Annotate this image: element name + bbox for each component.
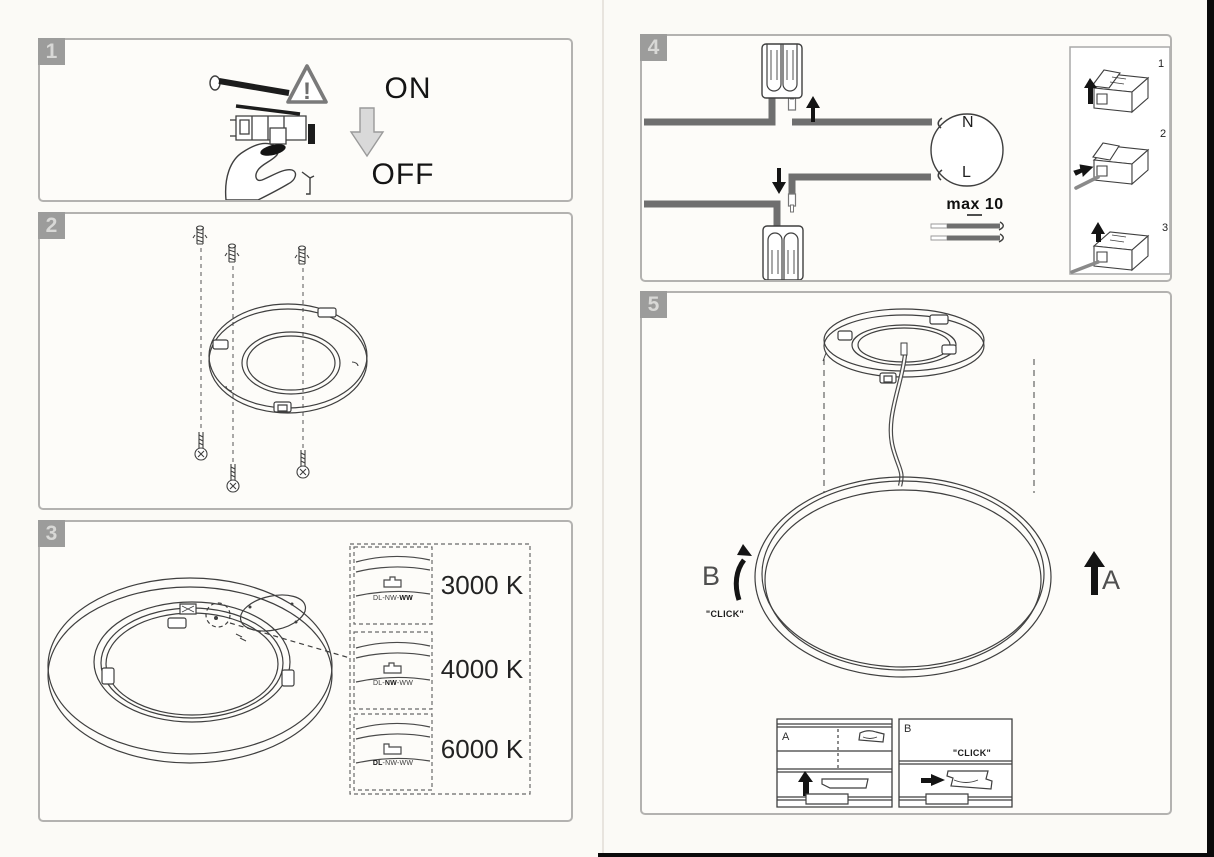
driver-cover: [237, 590, 309, 637]
push-arrow-a-icon: [1084, 551, 1105, 595]
direction-a-label: A: [1102, 565, 1121, 595]
fuse-extractor-icon: [210, 76, 300, 114]
on-label: ON: [384, 72, 432, 105]
kelvin-option-6000: 6000 K: [440, 734, 524, 764]
lamp-cable: [891, 343, 907, 486]
panel-1-power-off: 1 !: [38, 38, 573, 202]
mounting-ring: [209, 304, 367, 413]
detail-box-a-label: A: [782, 731, 790, 743]
switch-detail-content: [356, 556, 430, 763]
detail-box-b-label: B: [904, 723, 912, 735]
callout-frame: [350, 544, 530, 794]
page-fold-line: [602, 0, 604, 857]
click-label-b: "CLICK": [705, 609, 745, 619]
panel-2-mounting-ring: 2: [38, 212, 573, 510]
panel-2-badge: 2: [38, 212, 65, 239]
lamp-body: [755, 477, 1051, 677]
lamp-back-ring: [48, 578, 332, 763]
connector-step-3-number: 3: [1162, 222, 1169, 234]
wiring-diagram: [642, 36, 1170, 280]
warning-triangle-icon: [288, 66, 326, 102]
switch-magnifier-circle: [206, 603, 230, 627]
scan-edge-bottom: [598, 853, 1214, 857]
switch-label-6000: DL-NW-WW: [372, 760, 414, 767]
panel-4-wiring: 4: [640, 34, 1172, 282]
switch-detail-boxes: [354, 547, 432, 790]
lamp-back-illustration: [40, 522, 571, 820]
panel-4-badge: 4: [640, 34, 667, 61]
junction-circle: [931, 114, 1003, 186]
insert-arrows: [772, 96, 820, 194]
detail-box-b-click-label: "CLICK": [952, 748, 992, 758]
rotate-arrow-b-icon: [736, 544, 752, 600]
mounting-illustration: [642, 293, 1105, 813]
callout-line: [230, 623, 350, 658]
alignment-lines: [201, 248, 303, 464]
kelvin-option-4000: 4000 K: [440, 654, 524, 684]
panel-3-color-temperature: 3: [38, 520, 573, 822]
terminal-block-bottom: [763, 226, 803, 280]
panel-5-badge: 5: [640, 291, 667, 318]
on-off-arrow-icon: [351, 108, 383, 156]
panel-1-badge: 1: [38, 38, 65, 65]
screw-icons: [195, 432, 309, 492]
mounting-ring-illustration: [40, 214, 571, 508]
detail-box-b: [899, 719, 1012, 807]
direction-b-label: B: [702, 561, 721, 591]
connector-step-2-number: 2: [1160, 128, 1167, 140]
neutral-label: N: [962, 114, 974, 131]
warning-exclamation: !: [303, 78, 311, 105]
connector-step-1: [1084, 70, 1148, 112]
kelvin-option-3000: 3000 K: [440, 570, 524, 600]
connector-step-2: [1073, 143, 1148, 188]
terminal-block-top: [762, 44, 802, 98]
max-strip-length-label: max 10: [946, 196, 1004, 213]
live-label: L: [962, 164, 971, 181]
stripped-pair: [931, 222, 1003, 242]
connector-step-1-number: 1: [1158, 58, 1165, 70]
mains-wires: [644, 96, 932, 226]
off-label: OFF: [371, 158, 435, 191]
detail-box-a: [777, 719, 892, 807]
scan-edge-right: [1207, 0, 1214, 857]
stripped-wire-tips: [789, 92, 796, 212]
fuse-removal-illustration: [40, 40, 571, 200]
panel-5-mounting: 5: [640, 291, 1172, 815]
wall-anchor-icons: [193, 226, 309, 264]
fuse-box: [230, 116, 315, 144]
switch-label-3000: DL-NW-WW: [373, 595, 413, 602]
switch-label-4000: DL-NW-WW: [372, 680, 414, 687]
connector-step-3: [1072, 222, 1148, 272]
panel-3-badge: 3: [38, 520, 65, 547]
alignment-guides: [824, 359, 1034, 493]
hand-icon: [226, 142, 314, 200]
